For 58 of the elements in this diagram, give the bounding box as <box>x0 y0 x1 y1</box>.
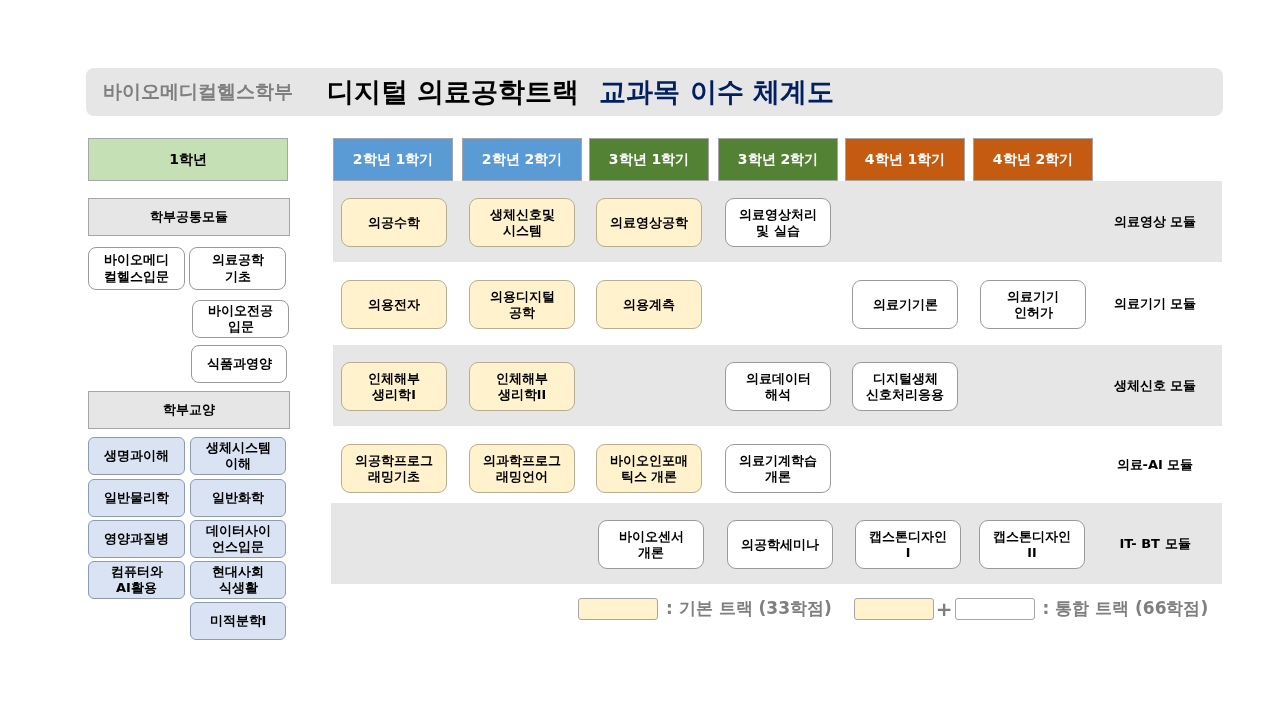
course-card: 생명과이해 <box>88 437 185 475</box>
course-card: 캡스톤디자인 I <box>855 520 961 569</box>
course-card: 바이오인포매 틱스 개론 <box>596 444 702 493</box>
course-card: 바이오센서 개론 <box>598 520 704 569</box>
course-card: 의공수학 <box>341 198 447 247</box>
course-card: 의료기기 인허가 <box>980 280 1086 329</box>
module-band <box>331 503 1222 584</box>
course-card: 의용디지털 공학 <box>469 280 575 329</box>
course-card: 의료영상공학 <box>596 198 702 247</box>
module-label: 의료기기 모듈 <box>1112 295 1198 312</box>
course-card: 의료기기론 <box>852 280 958 329</box>
plus-sign: + <box>935 598 953 619</box>
module-label: 생체신호 모듈 <box>1112 377 1198 394</box>
course-card: 일반화학 <box>190 479 286 517</box>
course-card: 의과학프로그 래밍언어 <box>469 444 575 493</box>
course-card: 컴퓨터와 AI활용 <box>88 561 185 599</box>
course-card: 데이터사이 언스입문 <box>190 520 286 558</box>
course-card: 바이오메디 컬헬스입문 <box>88 247 185 290</box>
legend-text: : 기본 트랙 (33학점) <box>666 597 832 620</box>
course-card: 바이오전공 입문 <box>192 300 289 338</box>
course-card: 의료기계학습 개론 <box>725 444 831 493</box>
course-card: 의용전자 <box>341 280 447 329</box>
module-label: 의료영상 모듈 <box>1112 213 1198 230</box>
course-card: 생체신호및 시스템 <box>469 198 575 247</box>
track-title: 디지털 의료공학트랙 <box>327 75 580 109</box>
semester-header: 2학년 2학기 <box>462 138 582 181</box>
legend-text: : 통합 트랙 (66학점) <box>1042 597 1209 620</box>
section-header: 학부공통모듈 <box>88 198 290 236</box>
course-card: 일반물리학 <box>88 479 185 517</box>
course-card: 의용계측 <box>596 280 702 329</box>
course-card: 캡스톤디자인 II <box>979 520 1085 569</box>
semester-header: 3학년 2학기 <box>718 138 838 181</box>
course-card: 미적분학I <box>190 602 286 640</box>
semester-header: 2학년 1학기 <box>333 138 453 181</box>
title-banner <box>86 68 1223 116</box>
course-card: 디지털생체 신호처리응용 <box>852 362 958 411</box>
semester-header: 4학년 1학기 <box>845 138 965 181</box>
module-label: 의료-AI 모듈 <box>1115 456 1195 473</box>
semester-header: 3학년 1학기 <box>589 138 709 181</box>
course-card: 의료공학 기초 <box>189 247 286 290</box>
module-band <box>333 181 1222 262</box>
course-card: 생체시스템 이해 <box>190 437 286 475</box>
module-label: IT- BT 모듈 <box>1118 535 1192 552</box>
course-card: 의료데이터 해석 <box>725 362 831 411</box>
module-band <box>333 345 1222 426</box>
course-card: 의료영상처리 및 실습 <box>725 198 831 247</box>
course-card: 인체해부 생리학I <box>341 362 447 411</box>
section-header: 학부교양 <box>88 391 290 429</box>
course-card: 식품과영양 <box>191 345 287 383</box>
course-card: 의공학세미나 <box>727 520 833 569</box>
chart-title: 교과목 이수 체계도 <box>599 75 835 109</box>
course-card: 영양과질병 <box>88 520 185 558</box>
course-card: 현대사회 식생활 <box>190 561 286 599</box>
department-name: 바이오메디컬헬스학부 <box>103 80 293 104</box>
course-card: 인체해부 생리학II <box>469 362 575 411</box>
year-header: 1학년 <box>88 138 288 181</box>
semester-header: 4학년 2학기 <box>973 138 1093 181</box>
course-card: 의공학프로그 래밍기초 <box>341 444 447 493</box>
